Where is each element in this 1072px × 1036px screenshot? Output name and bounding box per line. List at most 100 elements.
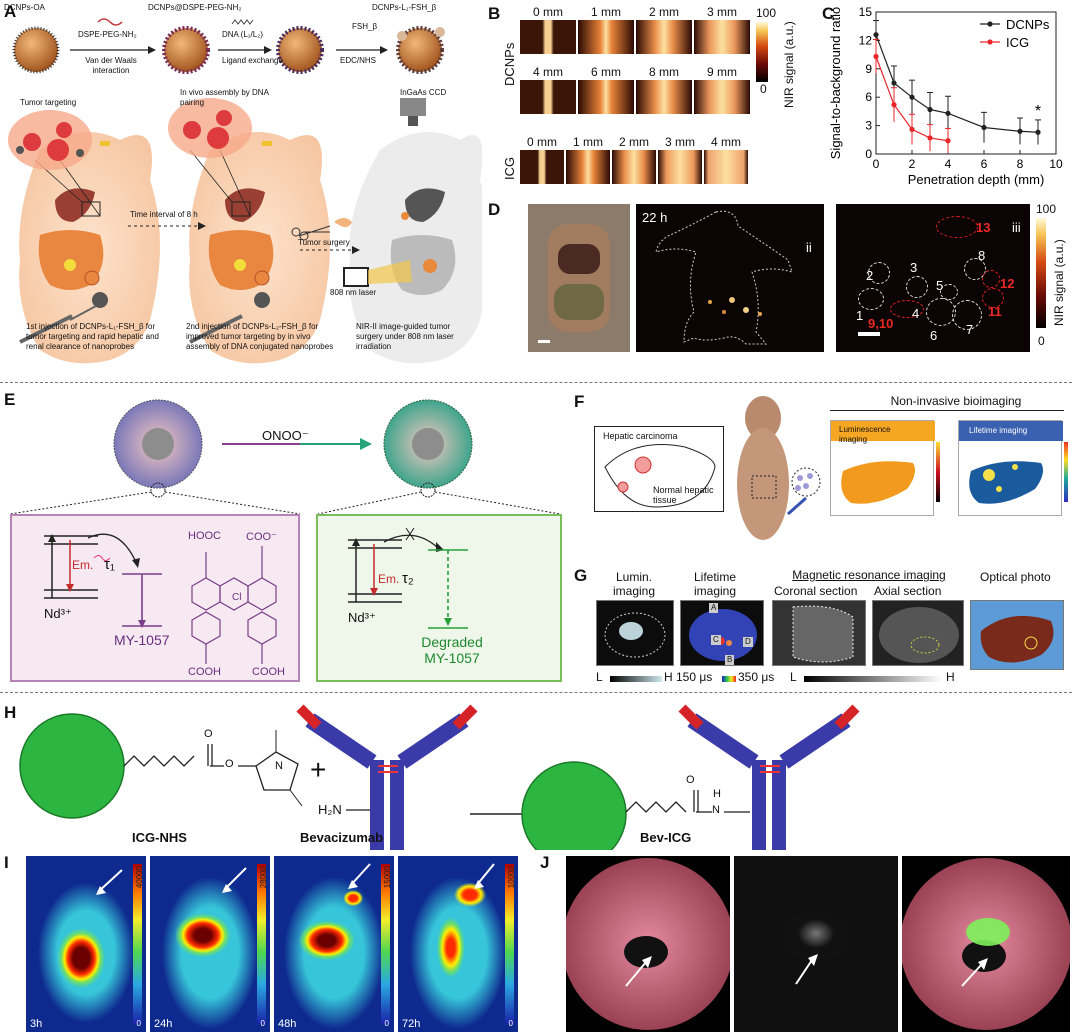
h-n: N [275, 760, 283, 772]
depth-strip-icg_depths-4 [704, 150, 748, 184]
g-coronal-image [772, 600, 866, 666]
point-ICG-2 [909, 126, 915, 132]
mouse-1 [8, 110, 160, 364]
depth-strip-dcnp_depths_1-3 [694, 20, 750, 54]
point-ICG-4 [945, 138, 951, 144]
g-tmax: 350 μs [738, 670, 775, 684]
tumor-num-13: 13 [976, 220, 991, 235]
endoscope-nir [734, 856, 898, 1032]
h-o-2: O [225, 758, 234, 770]
tumor-num-2: 2 [866, 268, 874, 283]
antibody-2 [678, 704, 860, 850]
lum-label: Luminescence imaging [839, 425, 891, 444]
panel-label-d: D [488, 200, 501, 219]
nir-image-22h: 22 h ii [636, 204, 824, 352]
point-DCNPs-6 [1017, 128, 1023, 134]
g-axial-title: Axial section [874, 584, 942, 598]
panel-h: O O N H₂N [0, 700, 1072, 850]
depth-label-dcnp_depths_2-1: 6 mm [591, 65, 621, 79]
tumor-circle-1 [858, 288, 884, 310]
y-tick-label-0: 0 [865, 147, 872, 161]
step2-top: DNA (L₁/L₂) [222, 30, 263, 39]
ivis-time-72h: 72h [402, 1018, 421, 1030]
tumor-num-7: 7 [966, 322, 974, 337]
g-l-2: L [790, 670, 797, 684]
g-l-1: L [596, 670, 603, 684]
ingaas-label: InGaAs CCD [400, 88, 447, 97]
cooh-label-2: COOH [252, 666, 285, 678]
g-h-1: H [664, 670, 673, 684]
divider-1 [0, 382, 1072, 383]
em2-label: Em. [378, 572, 400, 586]
depth-label-dcnp_depths_2-3: 9 mm [707, 65, 737, 79]
spot-b: B [725, 655, 735, 665]
laser-label: 808 nm laser [330, 288, 377, 297]
sub-label-iii: iii [1012, 220, 1021, 235]
caption-2: 2nd injection of DCNPs-L₂-FSH_β for impr… [186, 322, 334, 351]
g-h-2: H [946, 670, 955, 684]
np-fsh [396, 26, 445, 74]
tumor-num-5: 5 [936, 278, 944, 293]
y-tick-label-5: 15 [859, 5, 873, 19]
bev-icg-label: Bev-ICG [640, 830, 692, 845]
panel-label-h: H [4, 703, 17, 722]
colorbar-b [756, 22, 768, 82]
panel-g: Lumin. imaging Lifetime imaging Magnetic… [590, 566, 1070, 690]
ivis-scale-min-24h: 0 [260, 1019, 265, 1028]
lifetime-box: Lifetime imaging [958, 420, 1063, 516]
ivis-arrow-3h [96, 869, 123, 895]
tumor-num-1: 1 [856, 308, 864, 323]
depth-strip-dcnp_depths_1-2 [636, 20, 692, 54]
depth-label-icg_depths-0: 0 mm [527, 135, 557, 149]
panel-a-art [8, 18, 490, 364]
depth-label-icg_depths-2: 2 mm [619, 135, 649, 149]
point-DCNPs-5 [981, 124, 987, 131]
bioimaging-title: Non-invasive bioimaging [890, 394, 1022, 408]
cooh-label-1: COOH [188, 666, 221, 678]
tumor-circle-3 [906, 276, 928, 298]
significance-star: * [1035, 103, 1041, 120]
panel-label-a: A [4, 2, 17, 21]
coo-label: COO⁻ [246, 531, 277, 543]
tumor-num-8: 8 [978, 248, 986, 263]
sub-label-ii: ii [806, 240, 812, 255]
nd-right: Nd³⁺ [348, 610, 376, 625]
tumor-circle-2 [868, 262, 890, 284]
degraded-label: Degraded MY-1057 [421, 634, 483, 666]
h-o-conj: O [686, 774, 695, 786]
y-tick-label-4: 12 [859, 33, 873, 47]
tumor-num-12: 12 [1000, 276, 1015, 291]
mouse-3 [349, 98, 490, 364]
lifetime-label-f: Lifetime imaging [969, 426, 1028, 435]
np-oa [12, 26, 60, 74]
h-o-1: O [204, 728, 213, 740]
tumor-circle-8 [964, 258, 986, 280]
step1-top: DSPE-PEG-NH₂ [78, 30, 137, 39]
legend-label-DCNPs: DCNPs [1006, 17, 1050, 32]
depth-label-dcnp_depths_1-0: 0 mm [533, 5, 563, 19]
endoscope-white-light [566, 856, 730, 1032]
depth-strip-icg_depths-3 [658, 150, 702, 184]
legend-marker-DCNPs [987, 21, 993, 27]
tumor-circle-13 [936, 216, 978, 238]
depth-strip-dcnp_depths_1-1 [578, 20, 634, 54]
panel-label-e: E [4, 390, 16, 409]
legend-marker-ICG [987, 39, 993, 45]
cbar-b-label: NIR signal (a.u.) [782, 21, 796, 108]
tumor-circle-7 [952, 300, 982, 330]
tumor-circle-11 [982, 288, 1004, 308]
cbar-d-label: NIR signal (a.u.) [1052, 239, 1066, 326]
depth-label-dcnp_depths_1-3: 3 mm [707, 5, 737, 19]
g-tmin: 150 μs [676, 670, 713, 684]
ivis-colorbar-48h [381, 864, 390, 1024]
step3-top: FSH_β [352, 22, 378, 31]
h-h-conj: H [713, 788, 721, 800]
caption-3: NIR-II image-guided tumor surgery under … [356, 322, 454, 351]
step3-bottom: EDC/NHS [340, 56, 377, 65]
point-DCNPs-2 [909, 94, 915, 100]
depth-strip-icg_depths-2 [612, 150, 656, 184]
caption-1: 1st injection of DCNPs-L₁-FSH_β for tumo… [26, 322, 159, 351]
